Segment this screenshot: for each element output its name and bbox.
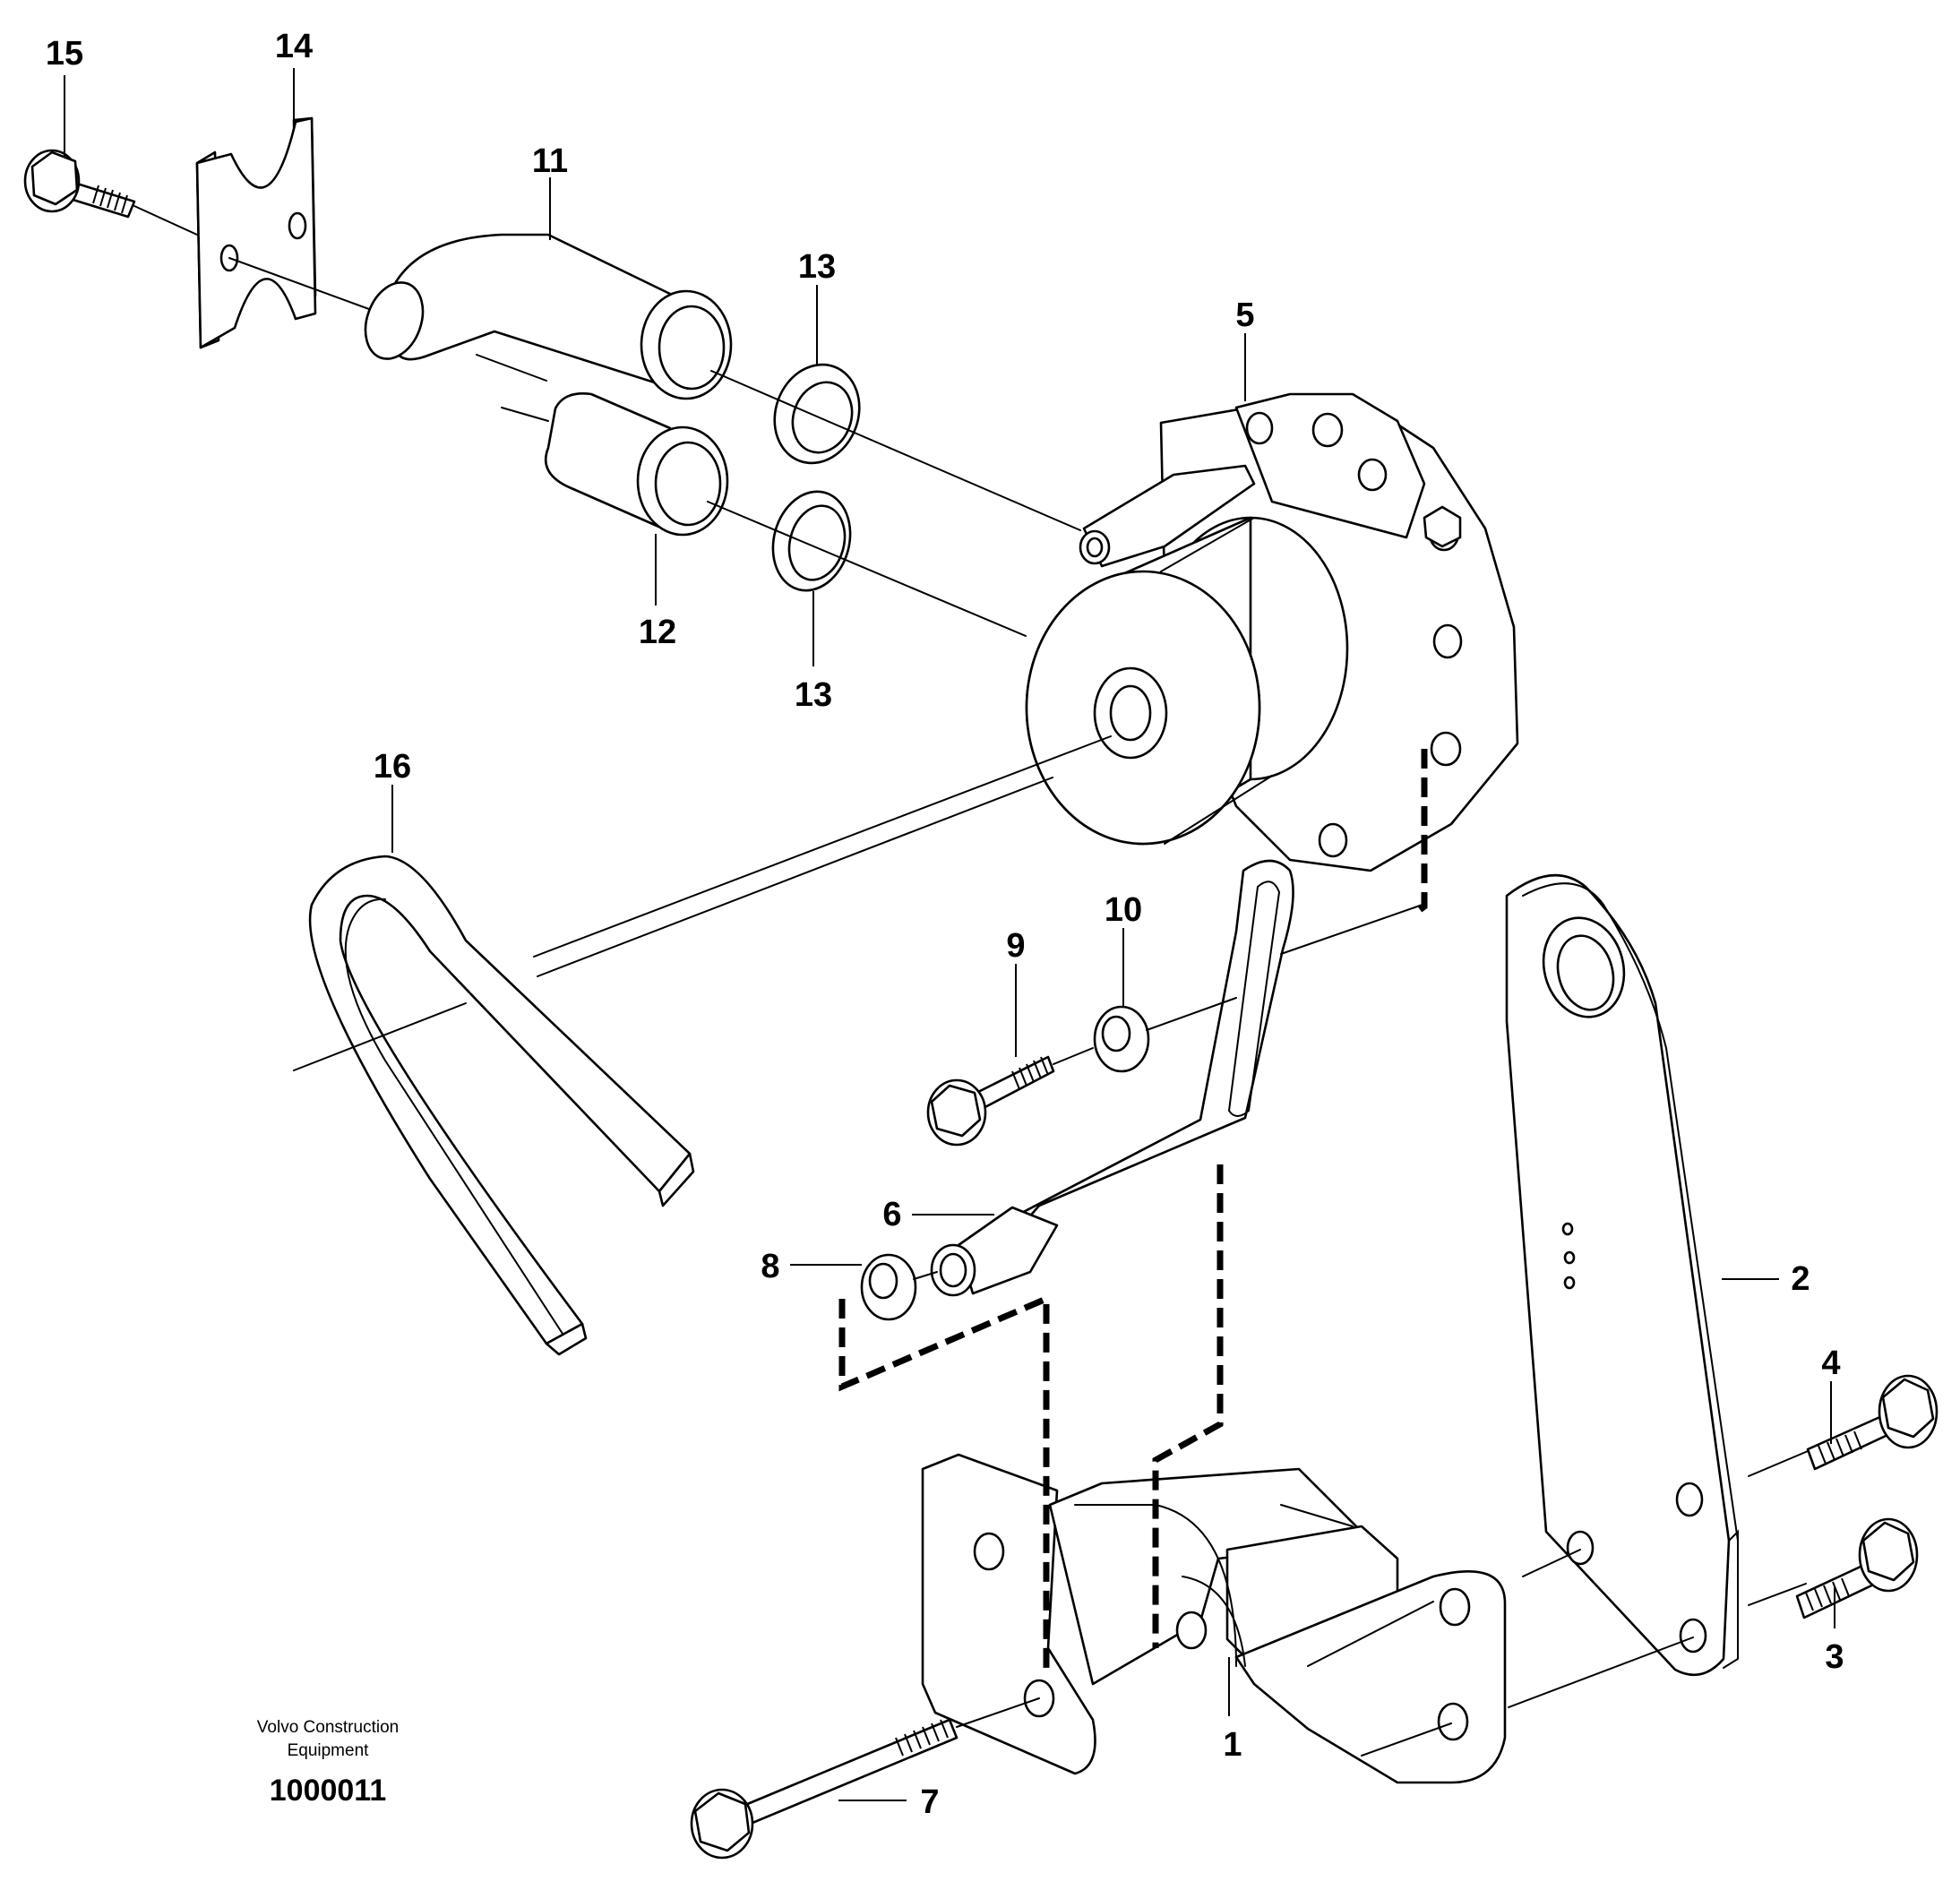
callout-13-upper: 13: [798, 248, 836, 286]
callout-15: 15: [46, 35, 83, 73]
bolt-3: [1795, 1517, 1919, 1619]
callout-11: 11: [532, 142, 568, 180]
adjusting-arm-6: [930, 859, 1423, 1297]
callout-8: 8: [761, 1248, 779, 1285]
callout-12: 12: [639, 614, 676, 651]
seal-ring-13-lower: [771, 490, 852, 592]
mounting-bracket-1: [921, 1453, 1507, 1784]
drawing-caption: Volvo Construction Equipment 1000011: [257, 1718, 399, 1808]
callout-13-lower: 13: [795, 676, 832, 714]
drawing-number: 1000011: [270, 1774, 387, 1808]
brand-line-2: Equipment: [288, 1741, 370, 1760]
callout-6: 6: [882, 1196, 901, 1233]
bolt-4: [1806, 1374, 1939, 1471]
elbow-pipe-11: [364, 233, 733, 400]
seal-ring-13-upper: [773, 363, 861, 465]
straight-pipe-12: [501, 392, 729, 537]
callout-4: 4: [1821, 1344, 1840, 1382]
callout-16: 16: [374, 748, 411, 786]
callout-7: 7: [920, 1783, 939, 1821]
callout-10: 10: [1105, 891, 1142, 929]
callout-3: 3: [1825, 1638, 1844, 1676]
callout-5: 5: [1235, 296, 1254, 334]
callout-numbers: 15 14 11 13 5 12 13 16 10 9 6 8 2 4 3 1 …: [46, 28, 1844, 1821]
bolt-15: [23, 149, 198, 236]
water-pump-5: [533, 392, 1519, 958]
washer-8: [860, 1253, 938, 1321]
callout-9: 9: [1006, 927, 1025, 965]
clamp-plate-14: [195, 116, 377, 349]
bolt-7: [690, 1697, 1040, 1860]
assembly-dashed-lines: [838, 749, 1428, 1675]
washer-10: [1093, 997, 1237, 1073]
bracket-plate-2: [1505, 873, 1819, 1708]
callout-1: 1: [1223, 1726, 1242, 1764]
callout-2: 2: [1791, 1260, 1810, 1298]
brand-line-1: Volvo Construction: [257, 1718, 399, 1737]
callout-leaders: [64, 68, 1835, 1801]
bolt-9: [926, 1047, 1094, 1147]
callout-14: 14: [275, 28, 313, 65]
v-belt-16: [293, 777, 1053, 1356]
